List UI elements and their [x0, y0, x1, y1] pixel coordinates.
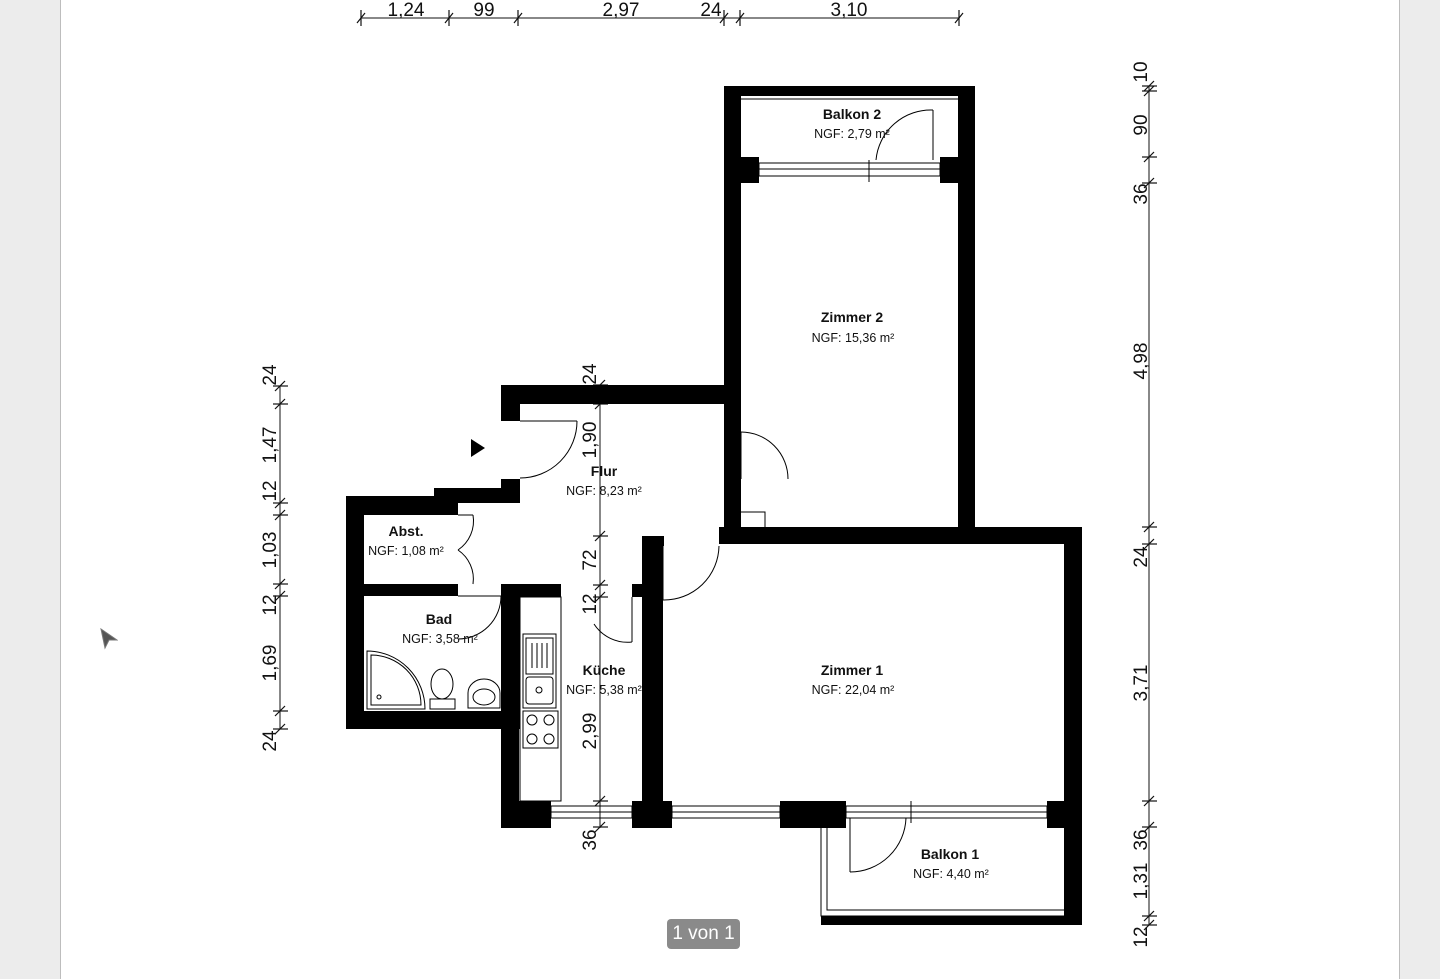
- room-area-flur: NGF: 8,23 m²: [566, 484, 642, 498]
- room-name-zimmer-1: Zimmer 1: [821, 662, 883, 678]
- room-name-flur: Flur: [591, 463, 618, 479]
- room-name-bad: Bad: [426, 611, 452, 627]
- room-area-bad: NGF: 3,58 m²: [402, 632, 478, 646]
- dim-inner-4: 12: [580, 593, 601, 614]
- dim-left-3: 12: [260, 480, 281, 501]
- dim-left-1: 24: [260, 364, 281, 386]
- dim-top-5: 3,10: [831, 0, 868, 21]
- left-dimension-line: [273, 380, 288, 735]
- dim-top-4: 24: [700, 0, 722, 21]
- dim-right-1: 10: [1131, 61, 1152, 82]
- dim-inner-6: 36: [580, 829, 601, 850]
- dim-top-2: 99: [473, 0, 494, 21]
- dim-right-8: 1,31: [1131, 863, 1152, 900]
- toilet: [429, 668, 456, 710]
- dim-top-3: 2,97: [603, 0, 640, 21]
- room-name-balkon-2: Balkon 2: [823, 106, 882, 122]
- dim-left-4: 1,03: [260, 532, 281, 569]
- doors: [457, 109, 934, 873]
- walls: [346, 86, 1082, 925]
- dim-left-6: 1,69: [260, 645, 281, 682]
- room-name-kueche: Küche: [583, 662, 626, 678]
- room-area-zimmer-1: NGF: 22,04 m²: [812, 683, 895, 697]
- dim-top-1: 1,24: [388, 0, 425, 21]
- washbasin: [467, 678, 501, 709]
- mouse-pointer-icon: [100, 628, 118, 650]
- room-name-balkon-1: Balkon 1: [921, 846, 980, 862]
- room-name-abst: Abst.: [389, 523, 424, 539]
- dim-left-7: 24: [260, 730, 281, 752]
- floor-plan: 1,24 99 2,97 24 3,10 10 90 36 4,98 24 3,…: [260, 0, 1157, 948]
- dim-right-9: 12: [1131, 926, 1152, 947]
- room-name-zimmer-2: Zimmer 2: [821, 309, 883, 325]
- dim-left-5: 12: [260, 594, 281, 615]
- room-area-kueche: NGF: 5,38 m²: [566, 683, 642, 697]
- stove: [522, 710, 559, 749]
- dim-left-2: 1,47: [260, 427, 281, 464]
- entrance-arrow-icon: [471, 439, 485, 457]
- right-dimension-line: [1142, 80, 1157, 931]
- plan-page: 1,24 99 2,97 24 3,10 10 90 36 4,98 24 3,…: [60, 0, 1400, 979]
- room-area-abst: NGF: 1,08 m²: [368, 544, 444, 558]
- dim-inner-5: 2,99: [580, 713, 601, 750]
- dim-right-6: 3,71: [1131, 665, 1152, 702]
- dim-right-4: 4,98: [1131, 343, 1152, 380]
- top-dimension-line: [356, 10, 964, 26]
- kitchen-counter: [519, 596, 562, 802]
- inner-dimension-line: [593, 379, 608, 833]
- dim-right-5: 24: [1131, 546, 1152, 568]
- page-indicator[interactable]: 1 von 1: [667, 919, 740, 949]
- windows: [550, 98, 1064, 917]
- room-area-zimmer-2: NGF: 15,36 m²: [812, 331, 895, 345]
- room-area-balkon-2: NGF: 2,79 m²: [814, 127, 890, 141]
- dim-inner-3: 72: [580, 549, 601, 570]
- dim-right-3: 36: [1131, 183, 1152, 204]
- dim-inner-2: 1,90: [580, 422, 601, 459]
- dim-right-7: 36: [1131, 829, 1152, 850]
- room-area-balkon-1: NGF: 4,40 m²: [913, 867, 989, 881]
- shower-tray: [366, 650, 426, 710]
- dim-inner-1: 24: [580, 363, 601, 385]
- dim-right-2: 90: [1131, 114, 1152, 135]
